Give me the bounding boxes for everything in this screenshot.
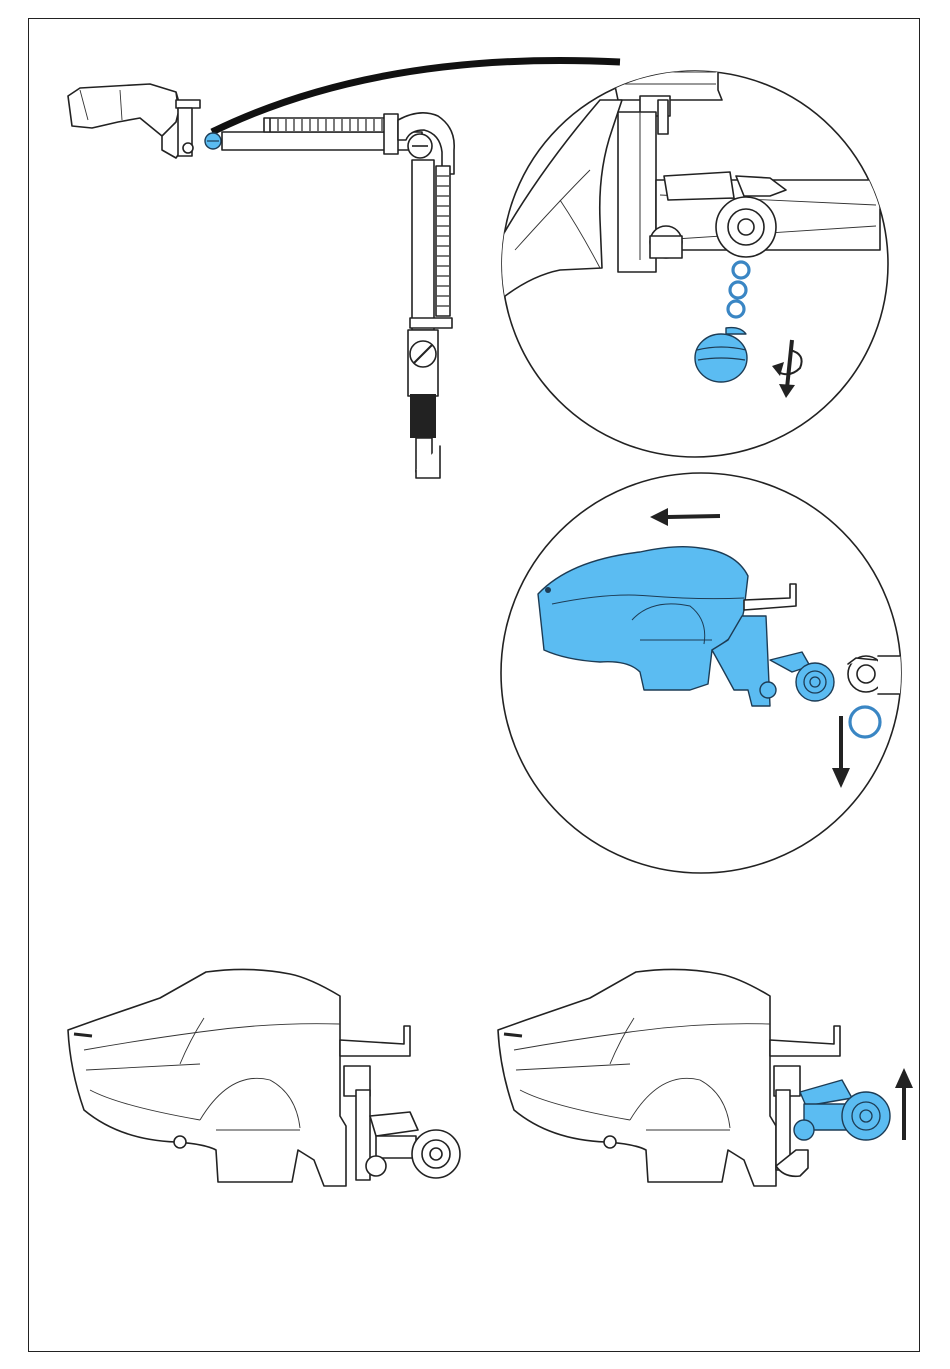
- lamp-head-before: [68, 969, 460, 1186]
- blue-handle-after: [794, 1080, 890, 1140]
- vertical-arm: [412, 160, 434, 330]
- wheel-after: [842, 1092, 890, 1140]
- arrow-up-icon: [895, 1068, 913, 1140]
- small-lamp-head: [68, 84, 180, 158]
- detail-remove-cap: [470, 54, 888, 457]
- detail-remove-handle: [501, 473, 902, 873]
- lamp-head-after: [498, 969, 913, 1186]
- arm-grip: [410, 394, 436, 438]
